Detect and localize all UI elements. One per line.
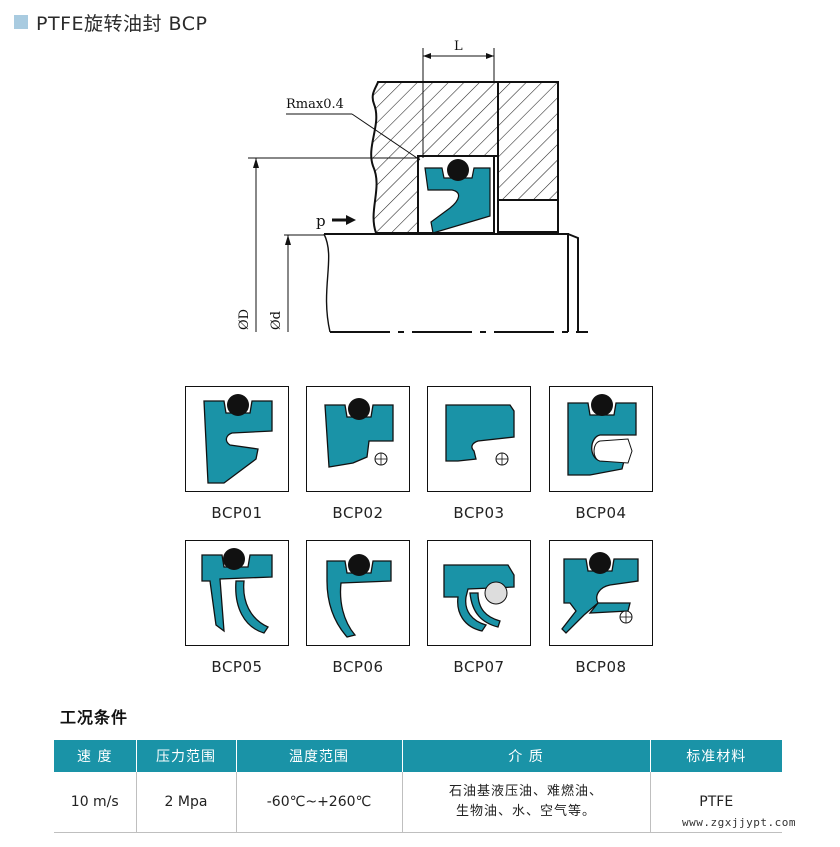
housing-hatched [370,81,499,234]
variant-label: BCP05 [211,658,263,676]
header-temperature: 温度范围 [235,740,402,772]
variant-bcp08: BCP08 [549,540,653,676]
media-line: 生物油、水、空气等。 [455,804,596,819]
conditions-table: 速 度 压力范围 温度范围 介 质 标准材料 10 m/s 2 Mpa -60℃… [54,740,782,833]
pressure-arrow-icon [346,215,356,225]
variant-bcp02: BCP02 [306,386,410,522]
header-speed: 速 度 [54,740,136,772]
inner-dia-label: Ød [269,311,284,330]
variant-label: BCP08 [575,658,627,676]
table-row: 10 m/s 2 Mpa -60℃~+260℃ 石油基液压油、难燃油、 生物油、… [54,772,782,833]
outer-dia-label: ØD [237,309,252,330]
media-line: 石油基液压油、难燃油、 [448,784,603,799]
variant-label: BCP03 [453,504,505,522]
media-value: 石油基液压油、难燃油、 生物油、水、空气等。 [401,772,650,833]
variant-bcp07: BCP07 [427,540,531,676]
housing-right-hatched [497,81,559,201]
variant-bcp05: BCP05 [185,540,289,676]
shaft-outline [324,233,569,332]
conditions-title: 工况条件 [60,708,129,727]
variant-bcp03: BCP03 [427,386,531,522]
speed-value: 10 m/s [54,772,136,833]
variant-bcp01: BCP01 [185,386,289,522]
variant-label: BCP02 [332,504,384,522]
header-pressure: 压力范围 [135,740,236,772]
length-label: L [454,39,463,54]
variant-label: BCP01 [211,504,263,522]
variant-label: BCP06 [332,658,384,676]
variant-label: BCP07 [453,658,505,676]
seal-profile [424,167,491,234]
variant-bcp06: BCP06 [306,540,410,676]
page-title: PTFE旋转油封 BCP [14,8,207,36]
table-header-row: 速 度 压力范围 温度范围 介 质 标准材料 [54,740,782,772]
header-material: 标准材料 [649,740,782,772]
material-value: PTFE [649,772,782,833]
title-square-icon [14,15,28,29]
variant-bcp04: BCP04 [549,386,653,522]
seal-installation-drawing: L Rmax0.4 p ØD Ød [237,39,588,333]
oring [447,159,469,181]
temperature-value: -60℃~+260℃ [235,772,402,833]
header-media: 介 质 [401,740,650,772]
variant-label: BCP04 [575,504,627,522]
pressure-value: 2 Mpa [135,772,236,833]
rmax-label: Rmax0.4 [286,97,344,112]
pressure-label: p [316,212,326,230]
page-title-text: PTFE旋转油封 BCP [36,12,208,35]
watermark: www.zgxjjypt.com [682,816,796,829]
